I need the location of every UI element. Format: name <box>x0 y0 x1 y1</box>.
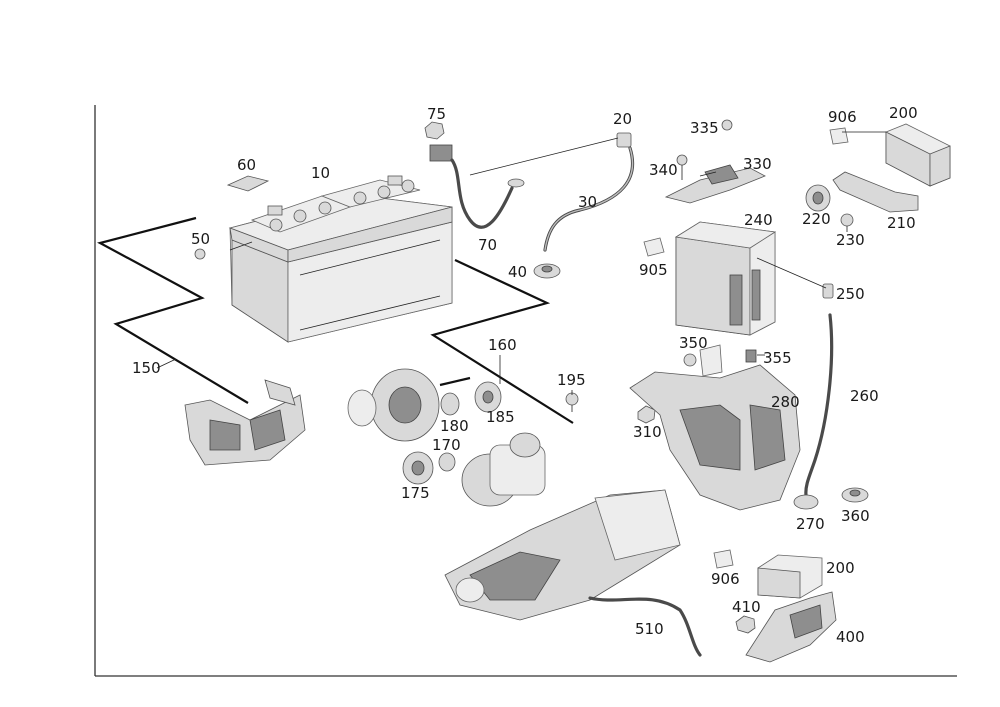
bolt-50 <box>194 248 206 260</box>
label-195: 195 <box>557 371 586 389</box>
ground-cable-510 <box>588 596 702 657</box>
label-250: 250 <box>836 285 865 303</box>
bushing-175 <box>402 451 434 485</box>
label-30: 30 <box>578 193 597 211</box>
label-200-top: 200 <box>889 104 918 122</box>
bolt-350 <box>683 353 697 367</box>
label-20: 20 <box>613 110 632 128</box>
diagram-frame <box>94 105 957 677</box>
label-270: 270 <box>796 515 825 533</box>
nut-410 <box>735 615 756 634</box>
transmission <box>444 489 681 621</box>
label-350: 350 <box>679 334 708 352</box>
leader-lines <box>156 131 886 395</box>
label-335: 335 <box>690 119 719 137</box>
group-bracket-10 <box>430 259 574 424</box>
fitting-250 <box>822 283 834 299</box>
nut-310 <box>637 405 656 424</box>
clip-355 <box>745 349 757 363</box>
hose-260 <box>804 313 834 497</box>
label-260: 260 <box>850 387 879 405</box>
grommet-360 <box>841 487 869 503</box>
label-40: 40 <box>508 263 527 281</box>
bolt-230 <box>840 213 854 232</box>
label-906-top <box>829 127 849 145</box>
label-220: 220 <box>802 210 831 228</box>
hold-down-clamp-60 <box>226 175 270 192</box>
label-70: 70 <box>478 236 497 254</box>
vent-hose-30 <box>543 146 635 252</box>
label-330: 330 <box>743 155 772 173</box>
main-battery <box>228 175 453 343</box>
aux-battery-240 <box>674 221 777 336</box>
bushing-220 <box>805 184 831 212</box>
nut-75 <box>424 121 445 140</box>
label-510: 510 <box>635 620 664 638</box>
label-185: 185 <box>486 408 515 426</box>
label-160: 160 <box>488 336 517 354</box>
bracket-150 <box>184 379 306 466</box>
label-75: 75 <box>427 105 446 123</box>
label-200-bottom: 200 <box>826 559 855 577</box>
label-170: 170 <box>432 436 461 454</box>
group-bracket-160 <box>439 376 471 387</box>
battery-200-top <box>885 123 951 187</box>
nut-170 <box>438 452 456 472</box>
bushing-180 <box>440 392 460 416</box>
part-labels: 10 20 30 40 50 60 70 75 150 160 170 175 … <box>132 104 918 646</box>
bolt-195 <box>565 392 579 412</box>
bushing-185 <box>474 381 502 413</box>
label-355: 355 <box>763 349 792 367</box>
label-906-top: 906 <box>828 108 857 126</box>
label-230: 230 <box>836 231 865 249</box>
label-410: 410 <box>732 598 761 616</box>
group-bracket-150 <box>97 216 249 404</box>
label-180: 180 <box>440 417 469 435</box>
starter-motor <box>461 432 546 507</box>
label-310: 310 <box>633 423 662 441</box>
label-150: 150 <box>132 359 161 377</box>
label-905 <box>643 237 665 257</box>
bracket-280 <box>629 344 801 511</box>
label-400: 400 <box>836 628 865 646</box>
grommet-40 <box>533 263 561 279</box>
label-906-bottom: 906 <box>711 570 740 588</box>
grommet-270 <box>793 494 819 510</box>
vent-fitting-20 <box>616 132 632 148</box>
label-60: 60 <box>237 156 256 174</box>
alternator <box>347 368 440 442</box>
battery-200-bottom <box>757 554 823 599</box>
label-906-bottom <box>713 549 734 569</box>
label-10: 10 <box>311 164 330 182</box>
label-340: 340 <box>649 161 678 179</box>
ground-cable-70 <box>429 144 525 229</box>
bracket-210 <box>832 171 919 213</box>
label-175: 175 <box>401 484 430 502</box>
label-240: 240 <box>744 211 773 229</box>
screw-335 <box>721 119 733 131</box>
label-50: 50 <box>191 230 210 248</box>
bracket-400 <box>745 591 837 663</box>
label-210: 210 <box>887 214 916 232</box>
label-360: 360 <box>841 507 870 525</box>
bolt-340 <box>676 154 688 180</box>
bracket-330 <box>664 164 766 204</box>
label-905: 905 <box>639 261 668 279</box>
label-280: 280 <box>771 393 800 411</box>
